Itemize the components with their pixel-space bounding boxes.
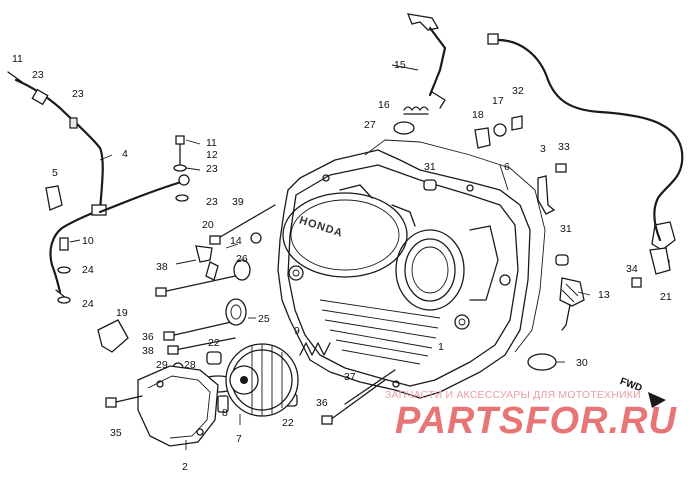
small-bracket-parts bbox=[195, 232, 262, 281]
part-label-23a: 23 bbox=[32, 69, 44, 81]
part-label-24a: 24 bbox=[82, 264, 94, 276]
part-label-22a: 22 bbox=[208, 337, 220, 349]
part-label-12: 12 bbox=[206, 149, 218, 161]
part-label-38b: 38 bbox=[142, 345, 154, 357]
bracket-bolt bbox=[631, 247, 671, 288]
watermark-brand: PARTSFOR.RU bbox=[395, 400, 677, 442]
part-label-30: 30 bbox=[576, 357, 588, 369]
upper-bolt-assembly bbox=[173, 135, 189, 202]
filter-spacer bbox=[217, 395, 229, 413]
part-label-28: 28 bbox=[184, 359, 196, 371]
pump-shaft-seal bbox=[233, 259, 251, 281]
part-label-6: 6 bbox=[504, 161, 510, 173]
leader-lines bbox=[69, 64, 591, 450]
part-label-32: 32 bbox=[512, 85, 524, 97]
oil-seal bbox=[393, 121, 415, 135]
part-label-26: 26 bbox=[236, 253, 248, 265]
part-label-21: 21 bbox=[660, 291, 672, 303]
part-label-27: 27 bbox=[364, 119, 376, 131]
part-label-10: 10 bbox=[82, 235, 94, 247]
lifter-parts bbox=[474, 115, 523, 149]
part-label-16: 16 bbox=[378, 99, 390, 111]
part-label-39: 39 bbox=[232, 196, 244, 208]
guide-plate bbox=[97, 319, 129, 353]
watermark-subtitle: ЗАПЧАСТИ И АКСЕССУАРЫ ДЛЯ МОТОТЕХНИКИ bbox=[385, 389, 641, 401]
bolt-washers bbox=[57, 237, 71, 304]
part-label-4: 4 bbox=[122, 148, 128, 160]
dowel-pin-b bbox=[555, 254, 569, 266]
case-logo-text: HONDA bbox=[298, 214, 345, 239]
return-spring bbox=[403, 106, 429, 115]
part-label-19: 19 bbox=[116, 307, 128, 319]
part-label-2: 2 bbox=[182, 461, 188, 473]
long-bolts bbox=[155, 204, 396, 425]
part-label-18: 18 bbox=[472, 109, 484, 121]
cover-bolt bbox=[105, 395, 143, 408]
part-label-36b: 36 bbox=[316, 397, 328, 409]
part-label-11a: 11 bbox=[12, 53, 23, 65]
part-label-29: 29 bbox=[156, 359, 168, 371]
part-label-23d: 23 bbox=[206, 196, 218, 208]
part-label-24b: 24 bbox=[82, 298, 94, 310]
clutch-cable bbox=[487, 33, 684, 268]
cover-gasket bbox=[364, 139, 546, 353]
part-label-13: 13 bbox=[598, 289, 610, 301]
oil-pump-gear bbox=[225, 298, 247, 326]
part-label-35: 35 bbox=[110, 427, 122, 439]
part-label-8: 8 bbox=[222, 407, 228, 419]
part-label-1: 1 bbox=[438, 341, 444, 353]
part-label-15: 15 bbox=[394, 59, 406, 71]
filter-spring bbox=[299, 342, 331, 356]
part-label-5: 5 bbox=[52, 167, 58, 179]
part-label-22b: 22 bbox=[282, 417, 294, 429]
part-label-17: 17 bbox=[492, 95, 504, 107]
part-label-23b: 23 bbox=[72, 88, 84, 100]
part-label-11b: 11 bbox=[206, 137, 217, 149]
part-label-31b: 31 bbox=[560, 223, 572, 235]
part-label-34: 34 bbox=[626, 263, 638, 275]
part-label-33: 33 bbox=[558, 141, 570, 153]
part-label-38a: 38 bbox=[156, 261, 168, 273]
filter-cover bbox=[137, 365, 219, 447]
clutch-lifter-arm bbox=[406, 13, 447, 109]
dowel-pin-a bbox=[423, 179, 437, 191]
oil-filter-rotor bbox=[225, 343, 299, 417]
part-label-31a: 31 bbox=[424, 161, 436, 173]
tachometer-cable bbox=[7, 71, 190, 299]
part-label-25: 25 bbox=[258, 313, 270, 325]
right-crankcase-cover: HONDA bbox=[277, 149, 531, 399]
part-label-9: 9 bbox=[294, 325, 300, 337]
part-label-3: 3 bbox=[540, 143, 546, 155]
cable-bracket bbox=[537, 163, 567, 215]
part-label-23c: 23 bbox=[206, 163, 218, 175]
part-label-20: 20 bbox=[202, 219, 214, 231]
cable-clip bbox=[45, 185, 63, 211]
oil-filler-cap bbox=[559, 277, 585, 331]
part-label-14: 14 bbox=[230, 235, 242, 247]
part-label-36a: 36 bbox=[142, 331, 154, 343]
o-ring bbox=[527, 353, 557, 371]
part-label-37: 37 bbox=[344, 371, 356, 383]
part-label-7: 7 bbox=[236, 433, 242, 445]
